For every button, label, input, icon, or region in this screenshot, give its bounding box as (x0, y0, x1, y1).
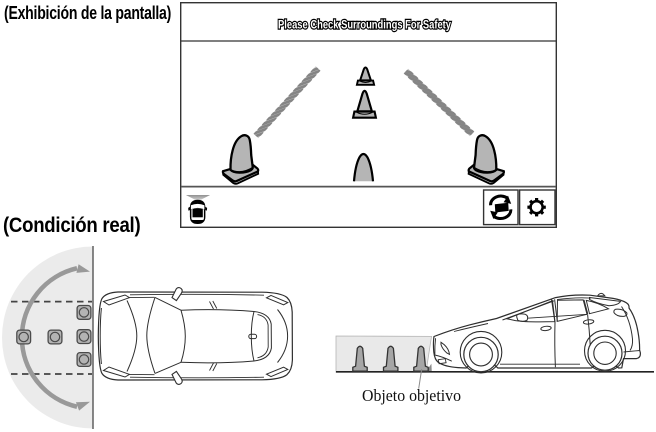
svg-text:Please Check Surroundings For: Please Check Surroundings For Safety (278, 19, 451, 31)
